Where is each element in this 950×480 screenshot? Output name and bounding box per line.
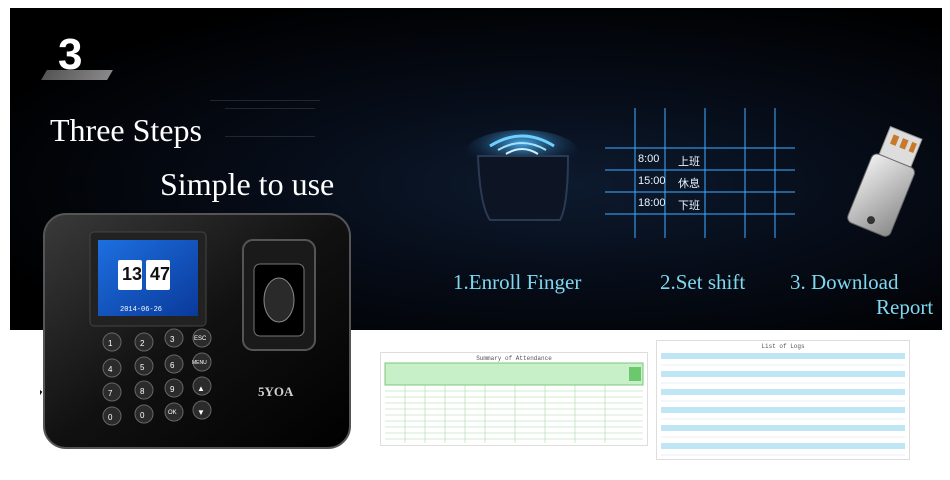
keypad-key: 3 (170, 335, 175, 344)
headline-line-1: Three Steps (50, 112, 202, 148)
device-clock-minutes: 47 (150, 264, 171, 284)
device-brand: 5YOA (258, 384, 294, 399)
decor-line (210, 100, 320, 101)
device-clock-hours: 13 (122, 264, 143, 284)
keypad-key: 4 (108, 365, 113, 374)
keypad-key: 2 (140, 339, 145, 348)
keypad-key: OK (168, 410, 177, 416)
step-shift-label: 2.Set shift (660, 270, 746, 294)
keypad-key: 1 (108, 339, 113, 348)
device-date: 2014-06-26 (120, 306, 163, 314)
headline-line-2: Simple to use (160, 166, 335, 202)
keypad-key: MENU (192, 360, 207, 366)
shift-name: 休息 (678, 178, 700, 190)
attendance-device (40, 213, 351, 449)
step-underline (41, 70, 113, 80)
keypad-key: 5 (140, 363, 145, 372)
step-download-label: 3. Download (790, 270, 899, 294)
logs-list-sheet: List of Logs (656, 340, 910, 460)
keypad-key: 6 (170, 361, 175, 370)
shift-grid-graphic (605, 108, 795, 238)
shift-time: 8:00 (638, 153, 660, 165)
decor-line (225, 108, 315, 109)
keypad-key: ▲ (197, 384, 205, 393)
sheet-title: List of Logs (761, 343, 805, 350)
shift-name: 下班 (678, 200, 700, 212)
step-report-label: Report (876, 295, 934, 319)
shift-time: 15:00 (638, 175, 666, 187)
keypad-key: 9 (170, 385, 175, 394)
keypad-key: 0 (108, 413, 113, 422)
shift-name: 上班 (678, 156, 700, 168)
step-enroll-label: 1.Enroll Finger (453, 270, 582, 294)
keypad-key: 7 (108, 389, 113, 398)
decor-line (225, 136, 315, 137)
sheet-title: Summary of Attendance (476, 355, 552, 362)
keypad-key: ESC (194, 336, 207, 342)
keypad-key: 0 (140, 411, 145, 420)
keypad-key: 8 (140, 387, 145, 396)
spreadsheet-grid (384, 362, 644, 443)
spreadsheet-grid (661, 353, 905, 456)
attendance-summary-sheet: Summary of Attendance (380, 352, 648, 446)
shift-time: 18:00 (638, 197, 666, 209)
usb-drive-icon (847, 126, 923, 237)
keypad-key: ▼ (197, 408, 205, 417)
fingerprint-scanner-icon (466, 130, 578, 221)
